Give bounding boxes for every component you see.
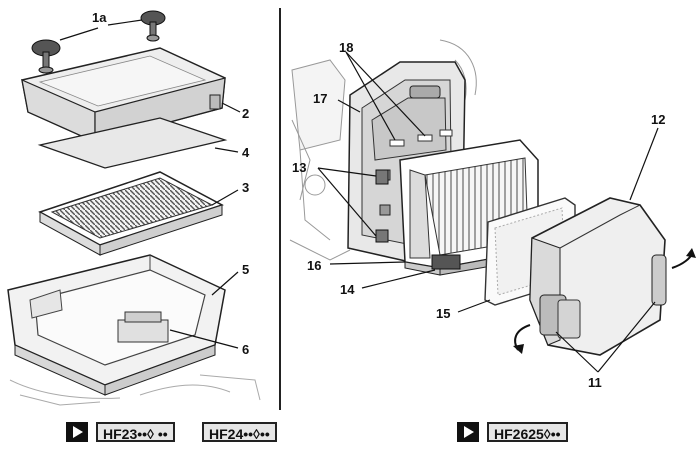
leader-12 <box>629 127 659 201</box>
callout-4: 4 <box>242 145 250 160</box>
callout-14: 14 <box>340 282 355 297</box>
arrow-icon <box>457 422 479 442</box>
leader-11b <box>597 301 656 373</box>
model-code-left-2: HF24••◊•• <box>202 422 277 442</box>
filter-housing <box>7 254 226 396</box>
leader-5 <box>211 271 239 296</box>
leader-15 <box>457 299 491 313</box>
clip-upper <box>375 169 389 185</box>
leader-14 <box>361 269 436 289</box>
callout-6: 6 <box>242 342 249 357</box>
leader-1a-left <box>59 27 99 41</box>
gasket-plate <box>37 117 228 169</box>
callout-12: 12 <box>651 112 665 127</box>
model-code-left-1: HF23••◊ •• <box>96 422 175 442</box>
callout-5: 5 <box>242 262 249 277</box>
knob-right <box>140 10 166 42</box>
callout-11: 11 <box>588 375 602 390</box>
callout-3: 3 <box>242 180 249 195</box>
arrow-icon <box>66 422 88 442</box>
callout-1a: 1a <box>92 10 107 25</box>
leader-11a <box>555 331 599 373</box>
leader-18b <box>345 51 426 137</box>
callout-13: 13 <box>292 160 306 175</box>
clip-lower <box>375 229 389 243</box>
leader-4 <box>214 147 239 153</box>
knob-left <box>31 39 61 74</box>
leader-2 <box>221 102 241 113</box>
callout-17: 17 <box>313 91 327 106</box>
leader-6 <box>169 329 239 349</box>
leader-13a <box>317 167 377 177</box>
engine-compartment-sketch <box>289 39 477 261</box>
air-filter-element <box>38 171 224 256</box>
callout-15: 15 <box>436 306 450 321</box>
leader-1a-right <box>107 19 143 26</box>
latch-arrowhead-right <box>686 248 696 258</box>
leader-17 <box>337 99 361 113</box>
callout-18: 18 <box>339 40 353 55</box>
leader-18a <box>345 51 396 141</box>
model-code-right: HF2625◊•• <box>487 422 568 442</box>
leader-13b <box>317 167 377 237</box>
callout-16: 16 <box>307 258 321 273</box>
engine-background-lines <box>9 374 261 406</box>
front-cover <box>529 197 667 356</box>
callout-2: 2 <box>242 106 249 121</box>
leader-3 <box>211 189 239 206</box>
latch-arrowhead-left <box>513 344 524 354</box>
leader-16 <box>329 261 406 265</box>
